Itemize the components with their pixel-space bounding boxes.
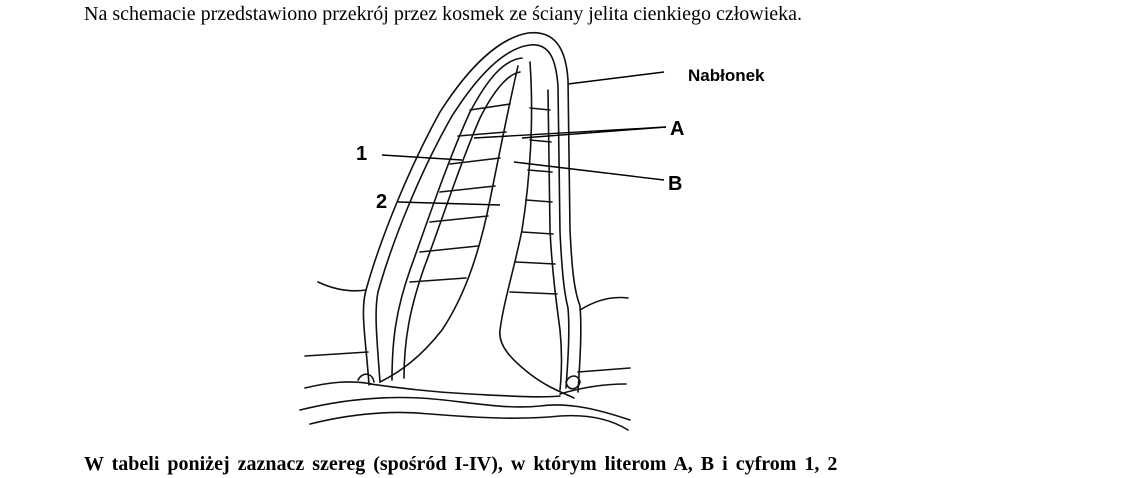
capillary-outer-wall: [391, 57, 523, 381]
epithelium-inner-line: [375, 44, 570, 389]
base-tissue-line: [309, 411, 629, 431]
connective-rung: [419, 245, 479, 253]
connective-rung: [429, 215, 489, 223]
label-epithelium: Nabłonek: [688, 66, 765, 85]
connective-rung: [529, 139, 552, 143]
capillary-inner-wall: [403, 71, 521, 379]
label-2: 2: [376, 191, 387, 213]
leader-line-epithelium: [567, 71, 665, 85]
leader-line-a-lower: [521, 126, 667, 139]
question-text: W tabeli poniżej zaznacz szereg (spośród…: [84, 453, 838, 475]
leader-line-b: [513, 161, 665, 181]
base-tissue-line: [304, 381, 373, 389]
base-tissue-line: [317, 281, 367, 292]
connective-rung: [527, 169, 553, 173]
capillary-right-wall: [547, 89, 563, 391]
leader-line-2: [397, 201, 501, 206]
connective-rung: [439, 185, 496, 193]
connective-rung: [509, 291, 558, 295]
base-tissue-line: [577, 367, 631, 373]
base-tissue-line: [299, 396, 631, 421]
intro-text: Na schemacie przedstawiono przekrój prze…: [84, 3, 803, 25]
label-a: A: [670, 118, 684, 140]
connective-rung: [457, 131, 507, 137]
base-tissue-line: [357, 373, 375, 383]
connective-rung: [449, 157, 501, 165]
lacteal-left-wall: [379, 65, 519, 383]
connective-rung: [529, 107, 551, 111]
connective-rung: [409, 277, 467, 283]
base-tissue-line: [579, 296, 629, 311]
label-b: B: [668, 173, 682, 195]
connective-rung: [469, 103, 511, 111]
base-tissue-line: [304, 351, 369, 357]
connective-rung: [515, 261, 556, 265]
base-tissue-line: [565, 375, 581, 390]
base-tissue-line: [559, 383, 627, 395]
connective-rung: [521, 231, 554, 235]
label-1: 1: [356, 143, 367, 165]
lacteal-right-wall: [499, 61, 575, 399]
leader-line-1: [381, 154, 463, 161]
connective-rung: [525, 199, 553, 203]
base-tissue-line: [369, 383, 561, 398]
